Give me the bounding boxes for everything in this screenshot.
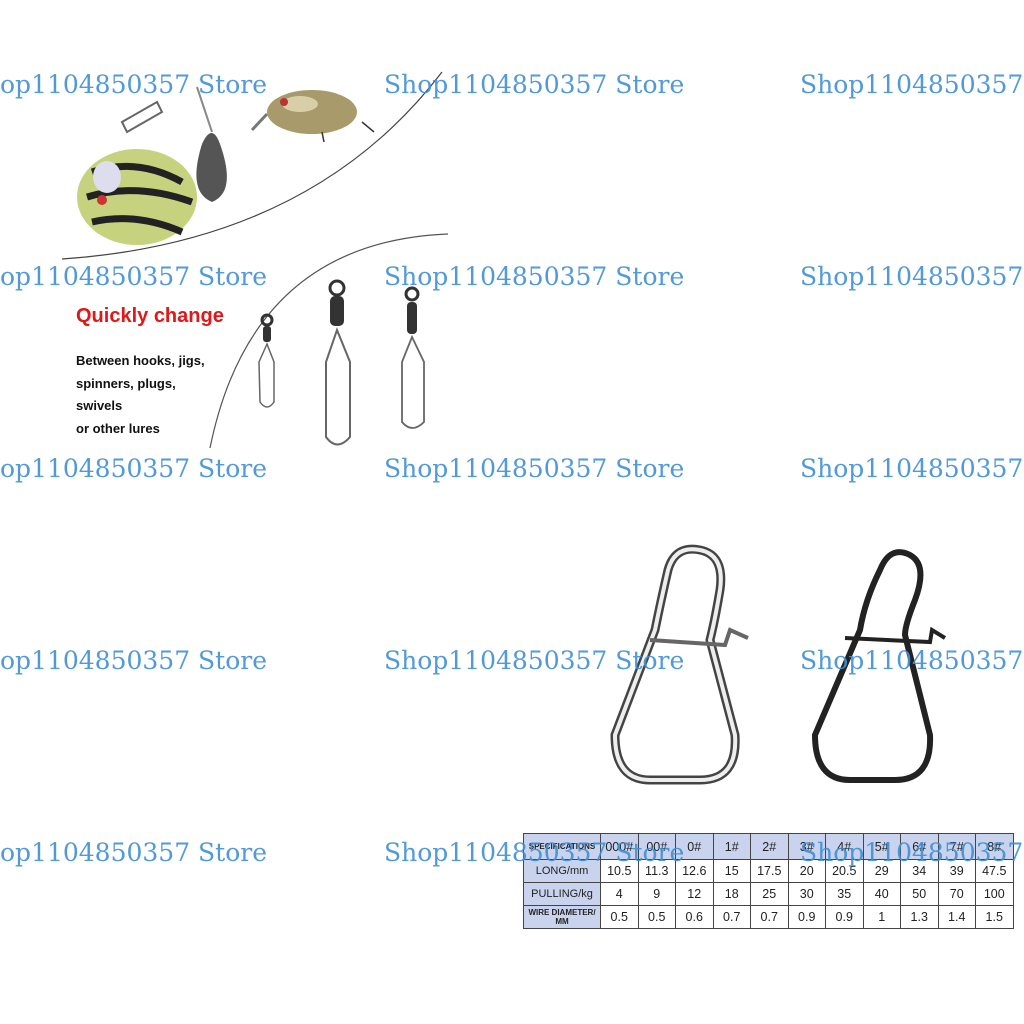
table-cell: 40	[862, 882, 901, 906]
row-label: PULLING/kg	[523, 882, 601, 906]
table-cell: 0.7	[712, 905, 751, 929]
swimbait-lure-icon	[77, 149, 197, 245]
table-cell: 4	[600, 882, 639, 906]
silver-snap-icon	[610, 544, 749, 785]
promo-line: or other lures	[76, 420, 160, 436]
table-cell: 12	[675, 882, 714, 906]
table-cell: 39	[937, 859, 976, 883]
table-cell: 1.5	[975, 905, 1014, 929]
row-label: WIRE DIAMETER/ MM	[523, 905, 601, 929]
table-cell: 17.5	[750, 859, 789, 883]
size-header: 2#	[750, 833, 789, 860]
table-cell: 30	[787, 882, 826, 906]
lure-illustration	[62, 71, 448, 448]
table-row: LONG/mm 10.5 11.3 12.6 15 17.5 20 20.5 2…	[523, 859, 1014, 883]
table-cell: 50	[900, 882, 939, 906]
size-header: 4#	[825, 833, 864, 860]
table-cell: 35	[825, 882, 864, 906]
store-watermark: op1104850357 Store	[0, 454, 268, 483]
promo-description: Between hooks, jigs, spinners, plugs, sw…	[76, 350, 205, 440]
size-header: 00#	[637, 833, 676, 860]
size-header: 6#	[900, 833, 939, 860]
store-watermark: Shop1104850357 Store	[384, 454, 685, 483]
store-watermark: Shop1104850357	[800, 70, 1024, 99]
size-header: 000#	[600, 833, 639, 860]
table-row: PULLING/kg 4 9 12 18 25 30 35 40 50 70 1…	[523, 882, 1014, 906]
store-watermark: Shop1104850357	[800, 262, 1024, 291]
table-cell: 25	[750, 882, 789, 906]
table-cell: 70	[937, 882, 976, 906]
store-watermark: op1104850357 Store	[0, 838, 268, 867]
duo-lock-snap-illustration	[610, 544, 947, 785]
promo-headline: Quickly change	[76, 305, 224, 327]
table-row: WIRE DIAMETER/ MM 0.5 0.5 0.6 0.7 0.7 0.…	[523, 905, 1014, 929]
table-cell: 0.5	[637, 905, 676, 929]
table-cell: 12.6	[675, 859, 714, 883]
promo-line: swivels	[76, 398, 123, 413]
table-cell: 0.5	[600, 905, 639, 929]
swivel-snap-small-icon	[258, 313, 275, 408]
table-cell: 18	[712, 882, 751, 906]
swivel-snap-medium-icon	[401, 286, 425, 429]
table-cell: 0.6	[675, 905, 714, 929]
size-header: 7#	[937, 833, 976, 860]
table-cell: 15	[712, 859, 751, 883]
size-header: 3#	[787, 833, 826, 860]
table-header-label: SPECIFICATIONS	[523, 833, 601, 860]
promo-image-panel: Quickly change Between hooks, jigs, spin…	[62, 62, 448, 448]
specifications-table: SPECIFICATIONS 000# 00# 0# 1# 2# 3# 4# 5…	[523, 833, 1014, 929]
table-header-row: SPECIFICATIONS 000# 00# 0# 1# 2# 3# 4# 5…	[523, 833, 1014, 860]
table-cell: 1	[862, 905, 901, 929]
table-cell: 34	[900, 859, 939, 883]
table-cell: 10.5	[600, 859, 639, 883]
size-header: 1#	[712, 833, 751, 860]
size-header: 0#	[675, 833, 714, 860]
table-cell: 11.3	[637, 859, 676, 883]
table-cell: 1.3	[900, 905, 939, 929]
size-header: 5#	[862, 833, 901, 860]
table-cell: 0.7	[750, 905, 789, 929]
table-cell: 20	[787, 859, 826, 883]
crankbait-lure-icon	[250, 90, 375, 143]
table-cell: 47.5	[975, 859, 1014, 883]
table-cell: 20.5	[825, 859, 864, 883]
store-watermark: Shop1104850357	[800, 454, 1024, 483]
promo-line: spinners, plugs,	[76, 375, 176, 391]
table-cell: 0.9	[787, 905, 826, 929]
promo-line: Between hooks, jigs,	[76, 353, 205, 368]
table-cell: 9	[637, 882, 676, 906]
sinker-weight-icon	[196, 86, 227, 202]
table-cell: 1.4	[937, 905, 976, 929]
black-snap-icon	[811, 549, 947, 783]
swivel-snap-large-icon	[325, 279, 351, 446]
table-cell: 100	[975, 882, 1014, 906]
table-cell: 29	[862, 859, 901, 883]
table-cell: 0.9	[825, 905, 864, 929]
size-header: 8#	[975, 833, 1014, 860]
store-watermark: op1104850357 Store	[0, 646, 268, 675]
row-label: LONG/mm	[523, 859, 601, 883]
